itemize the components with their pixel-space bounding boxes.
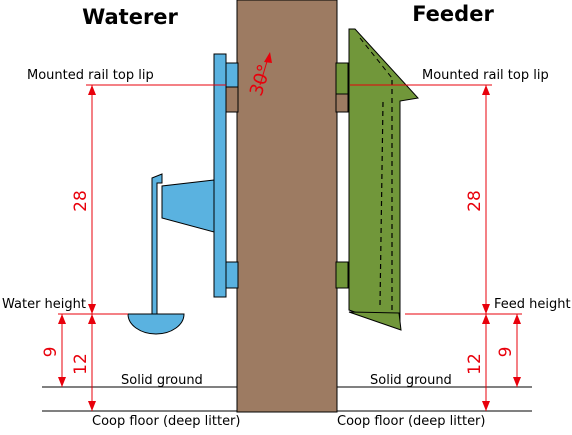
feeder-trough [348,311,402,331]
title-waterer: Waterer [82,5,178,29]
title-feeder: Feeder [412,2,494,26]
dim-label-left-12: 12 [71,353,91,375]
angle-line [259,57,269,86]
waterer-mount-bottom [225,261,239,289]
feeder-hidden-edge-inner [379,101,384,306]
label-feed-height: Feed height [494,297,571,312]
waterer-reservoir [161,179,215,233]
label-rail-lip-left: Mounted rail top lip [27,68,154,83]
label-solid-ground-right: Solid ground [370,373,452,388]
waterer [127,53,239,335]
label-solid-ground-left: Solid ground [121,373,203,388]
label-coop-floor-right: Coop floor (deep litter) [337,414,485,429]
dimensions [58,57,522,411]
label-water-height: Water height [2,297,86,312]
waterer-stem [151,173,163,315]
feeder-body [348,28,419,329]
waterer-backplate [213,53,227,298]
dim-label-left-9: 9 [41,347,61,358]
dim-label-left-28: 28 [71,190,91,212]
label-coop-floor-left: Coop floor (deep litter) [92,414,240,429]
waterer-cup [127,313,185,335]
dim-label-right-28: 28 [465,190,485,212]
feeder-mount-top [335,62,349,95]
label-rail-lip-right: Mounted rail top lip [422,68,549,83]
dim-label-right-12: 12 [465,353,485,375]
feeder [335,28,419,331]
arrowheads [58,52,521,411]
feeder-mount-bottom [335,261,349,289]
dim-label-right-9: 9 [496,347,516,358]
post [236,0,338,413]
waterer-mount-top [225,62,239,88]
